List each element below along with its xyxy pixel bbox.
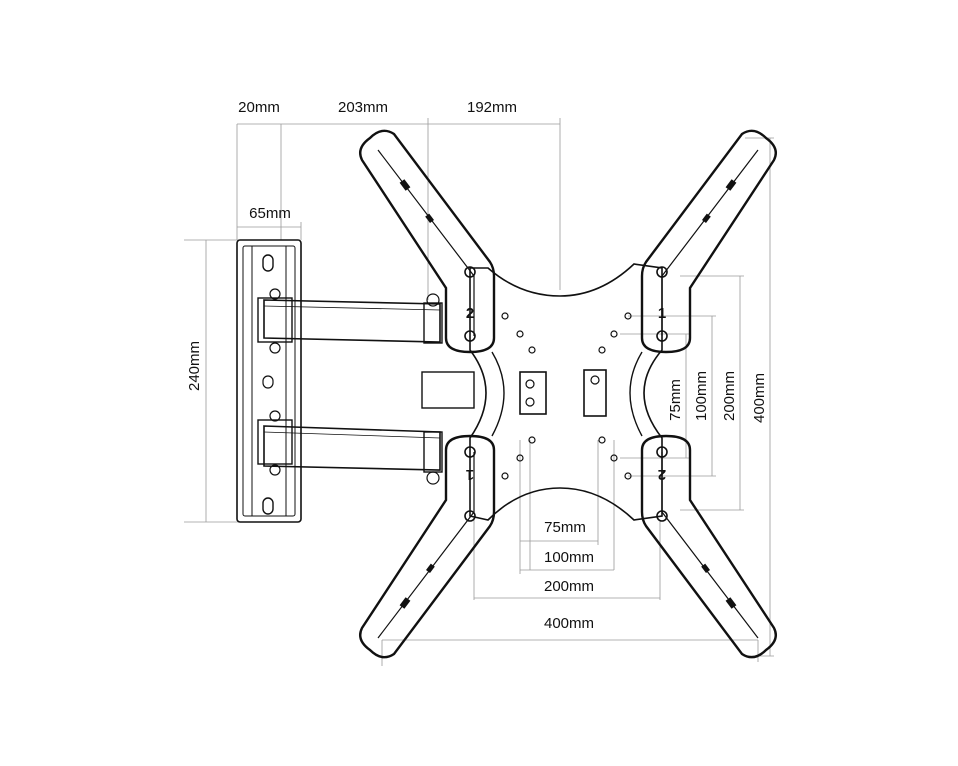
bracket-arm-bottom-right — [640, 434, 777, 659]
dim-label-100mm-vertical: 100mm — [693, 371, 710, 421]
arm-marker-top-right: 1 — [658, 305, 666, 322]
arm-marker-bottom-left: 1 — [466, 466, 474, 483]
bracket-arm-bottom-left — [359, 434, 496, 659]
dim-label-203mm: 203mm — [338, 99, 388, 116]
dim-label-100mm-horizontal: 100mm — [544, 549, 594, 566]
vesa-plate — [469, 263, 663, 521]
dim-label-20mm: 20mm — [238, 99, 280, 116]
arm-marker-top-left: 2 — [466, 305, 474, 322]
dim-label-75mm-horizontal: 75mm — [544, 519, 586, 536]
vesa-holes — [501, 312, 632, 480]
dim-label-240mm: 240mm — [186, 341, 203, 391]
wall-plate — [236, 239, 302, 523]
dim-label-400mm-vertical: 400mm — [751, 373, 768, 423]
dim-label-200mm-vertical: 200mm — [721, 371, 738, 421]
dimension-lines — [184, 118, 774, 666]
dim-label-400mm-horizontal: 400mm — [544, 615, 594, 632]
swing-arms — [263, 293, 475, 485]
arm-marker-bottom-right: 2 — [658, 466, 666, 483]
bracket-arm-top-left — [359, 129, 496, 354]
dim-label-200mm-horizontal: 200mm — [544, 578, 594, 595]
bracket-arm-top-right — [640, 129, 777, 354]
dim-label-75mm-vertical: 75mm — [667, 379, 684, 421]
dim-label-192mm: 192mm — [467, 99, 517, 116]
dim-label-65mm: 65mm — [249, 205, 291, 222]
